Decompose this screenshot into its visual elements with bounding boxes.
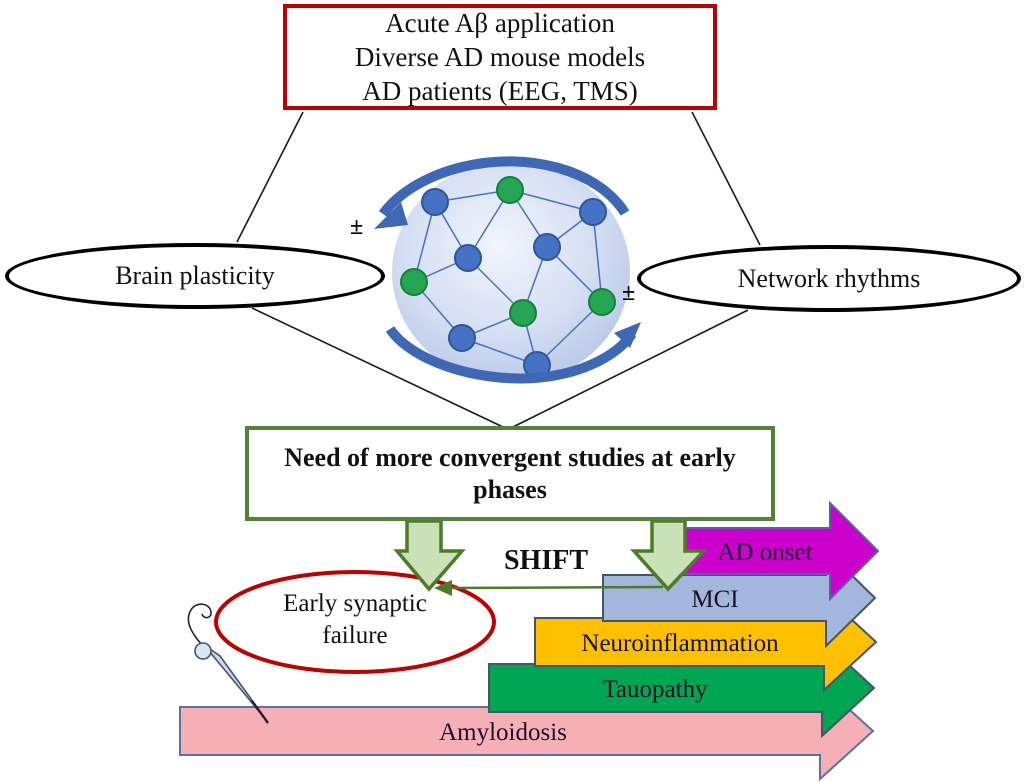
node-blue — [421, 188, 449, 216]
connector-topbox-left — [236, 111, 304, 243]
micropipette-icon — [187, 603, 269, 724]
plus-minus-left: ± — [350, 214, 364, 240]
connector-left-ellipse-needbox — [251, 307, 504, 428]
amyloidosis-label: Amyloidosis — [439, 719, 567, 746]
sources-box-line: Acute Aβ application — [385, 8, 615, 38]
early-synaptic-failure-ellipse — [214, 570, 496, 674]
node-blue — [454, 244, 482, 272]
connector-lines — [236, 111, 761, 428]
node-green — [509, 299, 537, 327]
rotation-arrow-bottom-icon — [385, 322, 641, 384]
ad-onset-label: AD onset — [717, 539, 813, 566]
plus-minus-right: ± — [622, 280, 636, 306]
need-box: Need of more convergent studies at early… — [245, 426, 775, 521]
neuroinflammation-label: Neuroinflammation — [581, 630, 779, 657]
down-arrow-left-icon — [393, 519, 466, 592]
shift-label: SHIFT — [503, 545, 589, 576]
sphere-background — [392, 161, 630, 383]
stage-arrows — [179, 500, 880, 782]
node-blue — [579, 198, 607, 226]
tauopathy-label: Tauopathy — [602, 676, 708, 703]
need-box-label: Need of more convergent studies at early… — [284, 442, 736, 504]
sources-box-line: AD patients (EEG, TMS) — [362, 76, 638, 106]
node-green — [496, 176, 524, 204]
node-blue — [533, 233, 561, 261]
node-green — [588, 288, 616, 316]
brain-plasticity-label: Brain plasticity — [115, 261, 275, 290]
rotation-arrow-top-icon — [374, 156, 630, 229]
node-blue — [448, 324, 476, 352]
connector-right-ellipse-needbox — [512, 309, 749, 428]
mci-label: MCI — [691, 586, 739, 613]
network-rhythms-label: Network rhythms — [737, 263, 921, 293]
brain-plasticity-ellipse: Brain plasticity — [5, 243, 385, 309]
brain-network-sphere — [392, 161, 630, 383]
sources-box-line: Diverse AD mouse models — [354, 42, 646, 72]
down-arrow-right-icon — [630, 519, 709, 592]
shift-arrow — [434, 580, 664, 596]
sources-box: Acute Aβ application Diverse AD mouse mo… — [283, 4, 717, 110]
network-nodes — [400, 176, 616, 379]
esf-line2: failure — [322, 622, 388, 649]
stage-arrow-ad-onset — [659, 500, 880, 602]
early-synaptic-failure-label: Early synaptic failure — [255, 588, 455, 652]
network-rhythms-ellipse: Network rhythms — [637, 245, 1021, 312]
esf-line1: Early synaptic — [283, 590, 427, 617]
connector-topbox-right — [691, 111, 761, 246]
node-green — [400, 268, 428, 296]
